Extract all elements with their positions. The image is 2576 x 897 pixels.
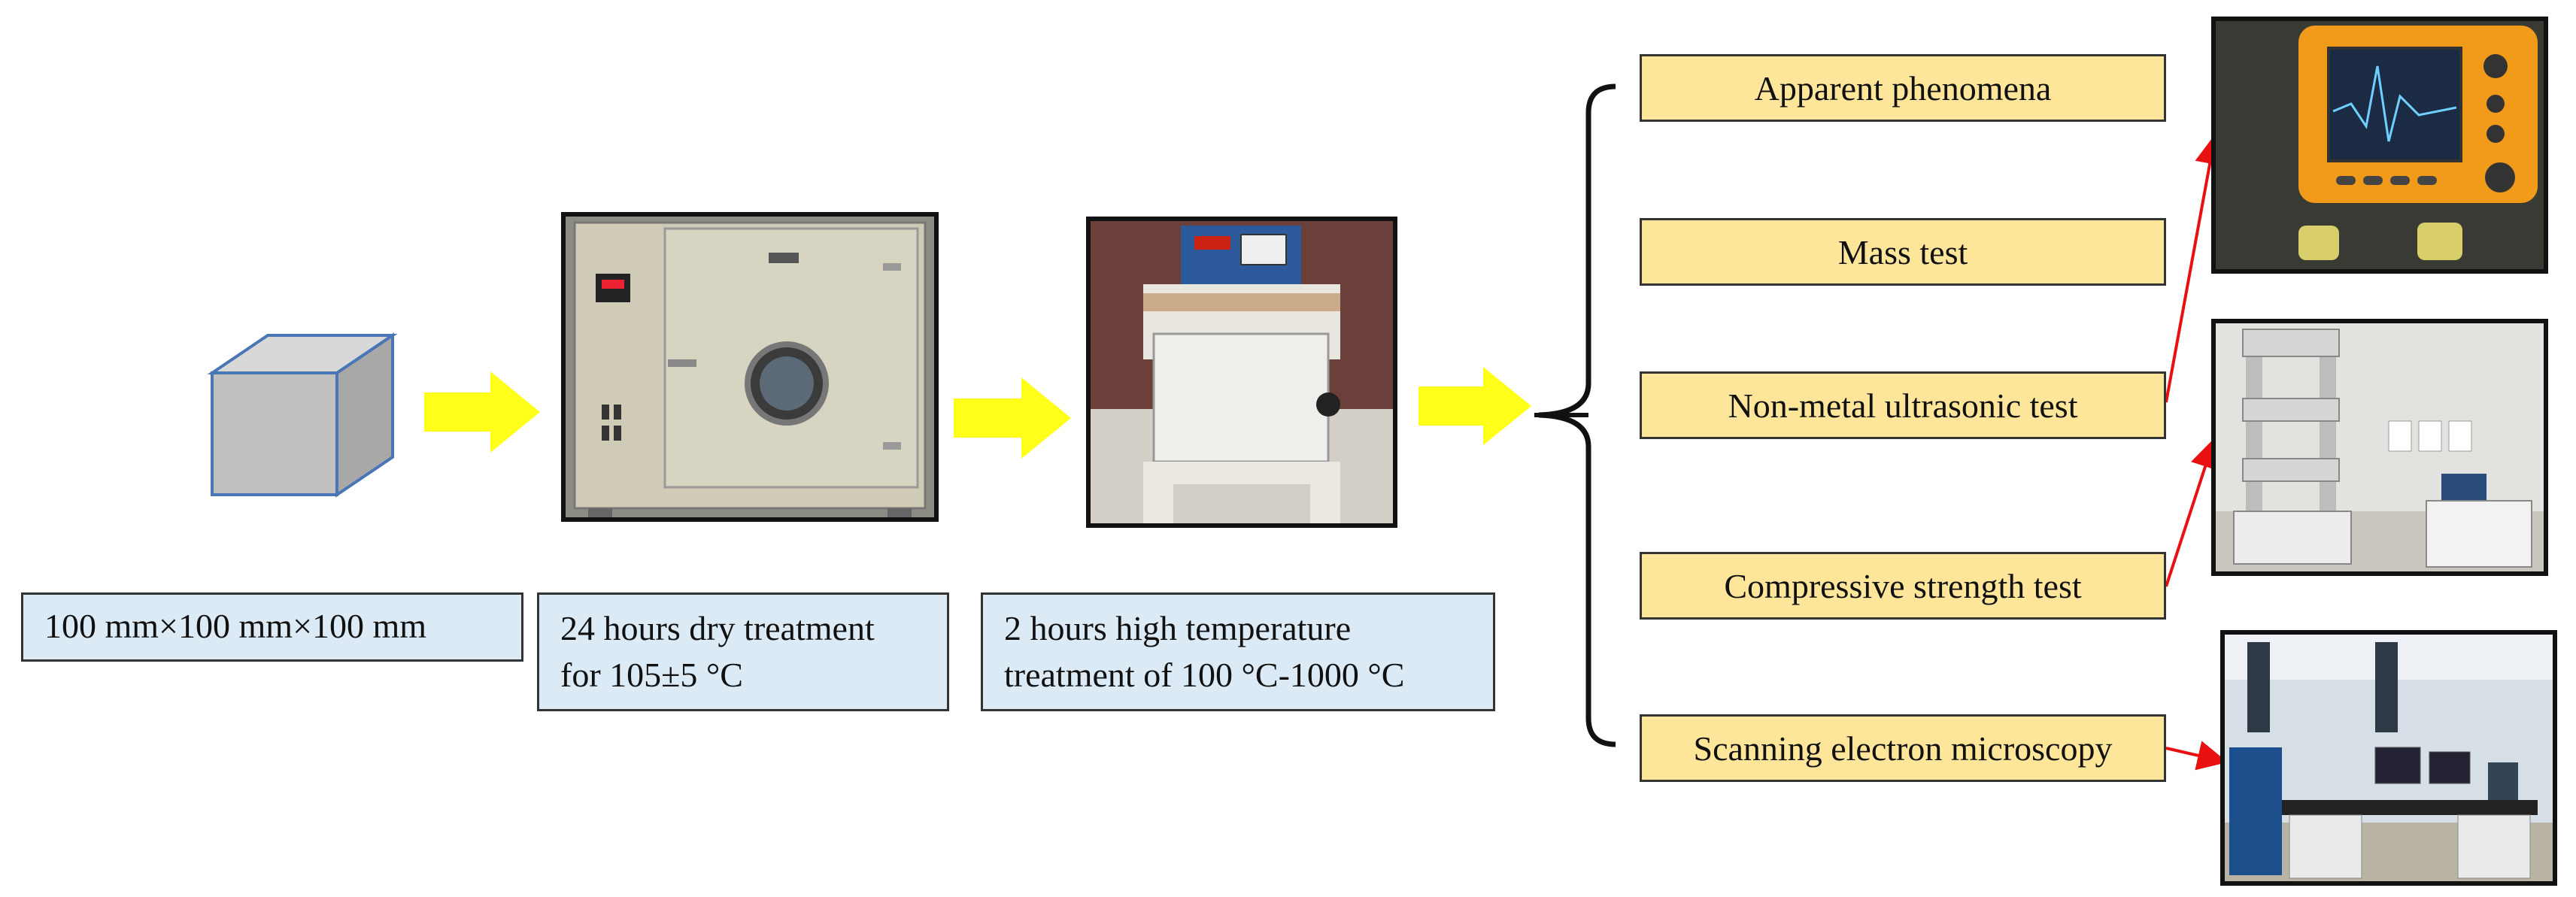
test-apparent-phenomena: Apparent phenomena (1640, 54, 2166, 122)
sem-instrument-photo (2220, 630, 2557, 886)
compression-testing-machine-photo (2211, 319, 2548, 576)
test-sem-label: Scanning electron microscopy (1693, 729, 2113, 768)
concrete-cube-icon (207, 332, 398, 498)
high-temperature-line-2: treatment of 100 °C-1000 °C (1004, 656, 1405, 694)
specimen-size-label: 100 mm×100 mm×100 mm (21, 592, 523, 662)
process-arrow-3 (1418, 367, 1531, 445)
dry-treatment-line-2: for 105±5 °C (560, 656, 743, 694)
dry-treatment-label: 24 hours dry treatment for 105±5 °C (537, 592, 949, 711)
test-apparent-phenomena-label: Apparent phenomena (1754, 68, 2052, 108)
process-arrow-1 (424, 371, 540, 453)
test-ultrasonic: Non-metal ultrasonic test (1640, 371, 2166, 439)
test-compressive-strength: Compressive strength test (1640, 552, 2166, 620)
specimen-size-text: 100 mm×100 mm×100 mm (44, 607, 427, 645)
high-temperature-line-1: 2 hours high temperature (1004, 609, 1352, 647)
test-mass: Mass test (1640, 218, 2166, 286)
drying-oven-photo (561, 212, 939, 522)
high-temperature-label: 2 hours high temperature treatment of 10… (981, 592, 1495, 711)
dry-treatment-line-1: 24 hours dry treatment (560, 609, 875, 647)
ultrasonic-tester-photo (2211, 17, 2548, 274)
link-arrow-ultrasonic (2165, 134, 2225, 403)
process-arrow-2 (954, 377, 1071, 459)
test-mass-label: Mass test (1837, 232, 1968, 271)
test-sem: Scanning electron microscopy (1640, 714, 2166, 782)
link-arrow-compressive (2165, 438, 2220, 587)
link-arrow-sem (2165, 741, 2228, 771)
muffle-furnace-photo (1086, 217, 1397, 528)
test-ultrasonic-label: Non-metal ultrasonic test (1728, 386, 2078, 425)
test-compressive-strength-label: Compressive strength test (1724, 566, 2082, 605)
